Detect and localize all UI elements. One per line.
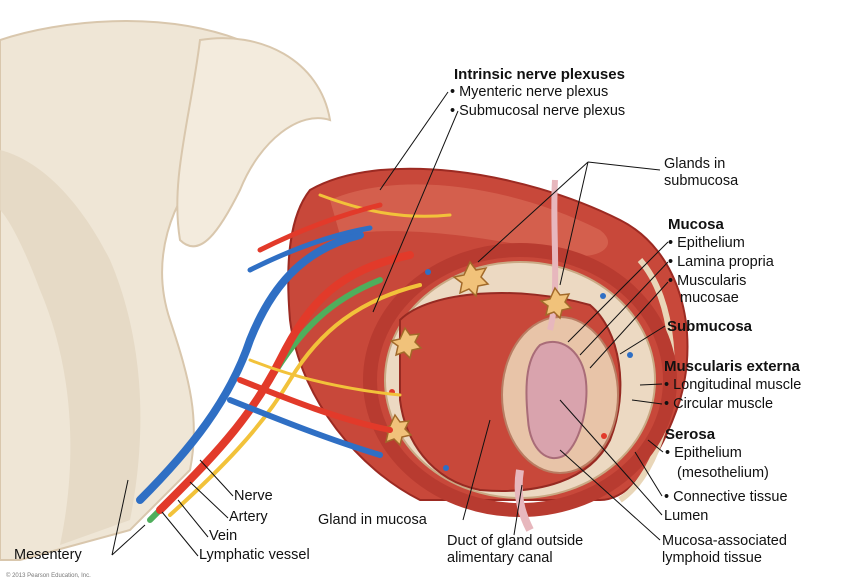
label-connective-tissue: • Connective tissue	[664, 489, 788, 506]
label-glands-submucosa-line2: submucosa	[664, 173, 738, 190]
label-malt-line1: Mucosa-associated	[662, 533, 787, 550]
label-serosa-epithelium: • Epithelium	[665, 445, 742, 462]
label-mucosa-epithelium: • Epithelium	[668, 235, 745, 252]
label-artery: Artery	[229, 509, 268, 526]
label-serosa: Serosa	[665, 426, 715, 443]
leader-line	[190, 482, 228, 518]
label-muscularis-mucosae-line1: • Muscularis	[668, 273, 746, 290]
label-mesothelium: (mesothelium)	[677, 465, 769, 482]
dot	[627, 352, 633, 358]
copyright-credit: © 2013 Pearson Education, Inc.	[6, 573, 91, 579]
leader-line	[178, 500, 208, 537]
label-mesentery: Mesentery	[14, 547, 82, 564]
label-myenteric-plexus: • Myenteric nerve plexus	[450, 84, 608, 101]
label-nerve: Nerve	[234, 488, 273, 505]
leader-line	[200, 460, 233, 496]
label-lamina-propria: • Lamina propria	[668, 254, 774, 271]
label-intrinsic-nerve-plexuses: Intrinsic nerve plexuses	[454, 66, 625, 83]
label-submucosa: Submucosa	[667, 318, 752, 335]
label-longitudinal-muscle: • Longitudinal muscle	[664, 377, 801, 394]
label-duct-line1: Duct of gland outside	[447, 533, 583, 550]
dot	[443, 465, 449, 471]
label-lumen: Lumen	[664, 508, 708, 525]
label-malt-line2: lymphoid tissue	[662, 550, 762, 567]
dot	[425, 269, 431, 275]
label-muscularis-externa: Muscularis externa	[664, 358, 800, 375]
label-gland-in-mucosa: Gland in mucosa	[318, 512, 427, 529]
dot	[601, 433, 607, 439]
label-duct-line2: alimentary canal	[447, 550, 553, 567]
label-mucosa: Mucosa	[668, 216, 724, 233]
label-glands-submucosa-line1: Glands in	[664, 156, 725, 173]
label-muscularis-mucosae-line2: mucosae	[680, 290, 739, 307]
label-circular-muscle: • Circular muscle	[664, 396, 773, 413]
dot	[600, 293, 606, 299]
label-vein: Vein	[209, 528, 237, 545]
label-lymphatic-vessel: Lymphatic vessel	[199, 547, 310, 564]
leader-line	[588, 162, 660, 170]
label-submucosal-plexus: • Submucosal nerve plexus	[450, 103, 625, 120]
